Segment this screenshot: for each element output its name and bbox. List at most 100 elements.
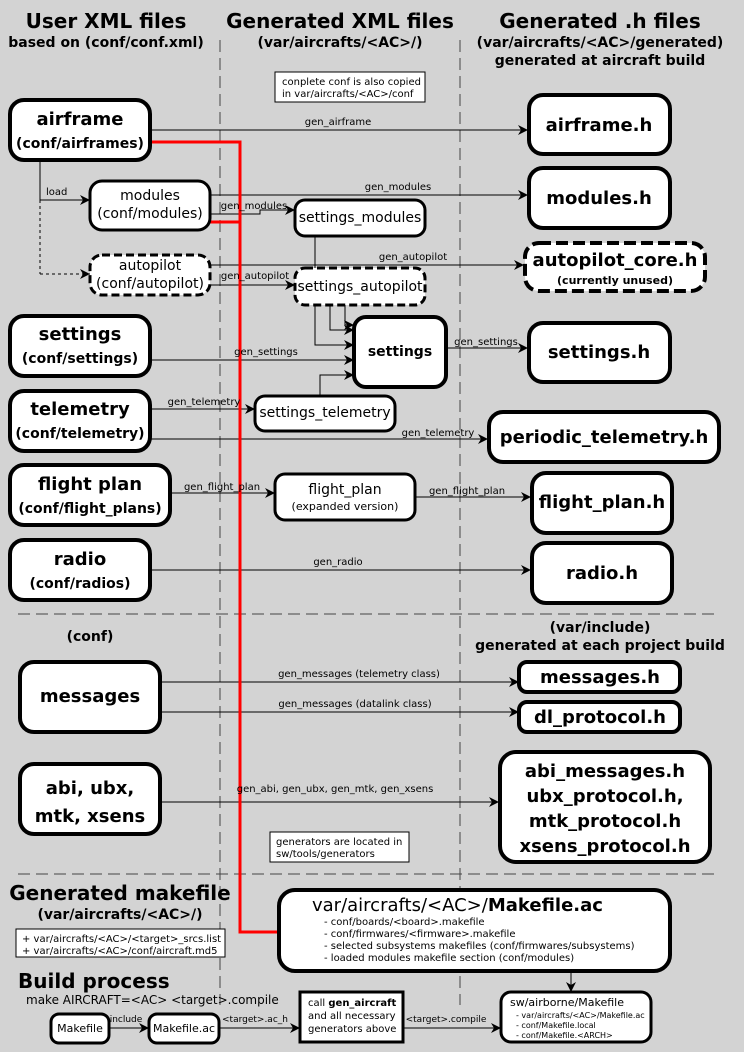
autopilot-core-h-box: autopilot_core.h (currently unused) [523, 241, 707, 293]
modules-path: (conf/modules) [97, 206, 202, 222]
abi-h-box: abi_messages.h ubx_protocol.h, mtk_proto… [498, 750, 712, 864]
autopilot-name: autopilot [119, 258, 182, 274]
airframe-h-label: airframe.h [546, 115, 653, 136]
radio-name: radio [54, 549, 106, 570]
modules-box: modules (conf/modules) [88, 179, 212, 232]
var-include-label: (var/include) [550, 620, 651, 636]
radio-path: (conf/radios) [29, 576, 130, 592]
modules-h-box: modules.h [527, 166, 672, 230]
makefile-ac-box: var/aircrafts/<AC>/Makefile.ac - conf/bo… [277, 888, 672, 973]
gen-aircraft-line-2: and all necessary [308, 1011, 396, 1022]
settings-autopilot-box: settings_autopilot [293, 266, 427, 307]
build-section-title: Build process [18, 969, 170, 993]
user-column-subtitle: based on (conf/conf.xml) [8, 35, 203, 51]
airborne-makefile-item-3: - conf/Makefile.<ARCH> [516, 1031, 613, 1040]
label-gen-flight-plan: gen_flight_plan [184, 482, 260, 493]
makefile-list-2: + var/aircrafts/<AC>/conf/aircraft.md5 [22, 946, 218, 957]
telemetry-path: (conf/telemetry) [15, 426, 144, 442]
settings-modules-box: settings_modules [293, 198, 427, 238]
generated-h-column-title: Generated .h files [499, 9, 701, 33]
generated-xml-column-title: Generated XML files [226, 9, 454, 33]
settings-telemetry-box: settings_telemetry [253, 394, 397, 433]
settings-autopilot-label: settings_autopilot [297, 279, 423, 295]
makefile-ac-item-2: - conf/firmwares/<firmware>.makefile [324, 929, 515, 940]
label-gen-telemetry-h: gen_telemetry [402, 428, 475, 439]
settings-user-box: settings (conf/settings) [8, 314, 152, 378]
label-gen-flight-plan-h: gen_flight_plan [429, 486, 505, 497]
makefile-list-note [15, 928, 226, 958]
airborne-makefile-box: sw/airborne/Makefile - var/aircrafts/<AC… [499, 990, 653, 1044]
abi-label-1: abi, ubx, [46, 778, 134, 799]
conf-label: (conf) [67, 629, 114, 645]
abi-h-label-3: mtk_protocol.h [529, 811, 681, 832]
edge-settings-autopilot-merge-2 [329, 305, 354, 335]
dl-protocol-h-label: dl_protocol.h [534, 707, 666, 728]
abi-h-label-2: ubx_protocol.h, [526, 786, 683, 807]
label-gen-settings-h: gen_settings [454, 337, 518, 348]
telemetry-box: telemetry (conf/telemetry) [8, 389, 152, 453]
makefile-ac-title: var/aircrafts/<AC>/Makefile.ac [312, 895, 603, 916]
label-gen-airframe: gen_airframe [305, 117, 372, 128]
makefile-section-title: Generated makefile [9, 881, 230, 905]
label-load: load [46, 187, 67, 198]
flight-plan-generated-box: flight_plan (expanded version) [273, 472, 417, 522]
airframe-name: airframe [36, 109, 123, 130]
conf-copy-note-line-2: in var/aircrafts/<AC>/conf [282, 89, 414, 100]
flight-plan-user-name: flight plan [38, 474, 142, 495]
edge-settings-autopilot-merge-1 [314, 305, 354, 350]
settings-user-name: settings [39, 324, 122, 345]
messages-h-label: messages.h [540, 667, 660, 688]
gen-aircraft-line-3: generators above [308, 1024, 396, 1035]
label-include: include [110, 1015, 143, 1025]
flight-plan-h-label: flight_plan.h [539, 492, 665, 513]
settings-modules-label: settings_modules [299, 210, 422, 226]
makefile-ac-small-box: Makefile.ac [147, 1012, 221, 1045]
label-gen-modules-settings: gen_modules [221, 201, 288, 212]
settings-telemetry-label: settings_telemetry [259, 405, 390, 421]
generators-note-line-2: sw/tools/generators [276, 849, 375, 860]
autopilot-box: autopilot (conf/autopilot) [88, 253, 212, 297]
build-command: make AIRCRAFT=<AC> <target>.compile [26, 993, 279, 1007]
edge-settings-autopilot-merge-3 [344, 305, 354, 330]
generated-h-column-subtitle-2: generated at aircraft build [495, 53, 706, 69]
airborne-makefile-title: sw/airborne/Makefile [510, 996, 624, 1009]
makefile-section-subtitle: (var/aircrafts/<AC>/) [37, 907, 202, 923]
generators-note-line-1: generators are located in [276, 837, 402, 848]
settings-user-path: (conf/settings) [22, 351, 138, 367]
makefile-ac-name: Makefile.ac [488, 895, 603, 916]
var-include-sub: generated at each project build [475, 638, 725, 654]
connections [39, 125, 576, 1033]
settings-generated-box: settings [352, 315, 448, 389]
airborne-makefile-item-2: - conf/Makefile.local [516, 1021, 596, 1030]
flight-plan-h-box: flight_plan.h [530, 471, 674, 535]
airframe-path: (conf/airframes) [16, 136, 144, 152]
makefile-box: Makefile [49, 1012, 111, 1045]
gen-aircraft-line-1: call gen_aircraft [308, 998, 397, 1009]
airborne-makefile-item-1: - var/aircrafts/<AC>/Makefile.ac [516, 1011, 645, 1020]
settings-generated-label: settings [368, 344, 432, 360]
label-gen-messages-datalink: gen_messages (datalink class) [278, 699, 431, 710]
modules-h-label: modules.h [546, 188, 652, 209]
edge-gen-modules-settings [210, 205, 295, 215]
flight-plan-generated-label: flight_plan [308, 482, 381, 498]
autopilot-core-h-label: autopilot_core.h [533, 250, 698, 271]
periodic-telemetry-h-label: periodic_telemetry.h [500, 427, 709, 448]
label-gen-telemetry-settings: gen_telemetry [168, 397, 241, 408]
makefile-ac-small-label: Makefile.ac [153, 1022, 215, 1035]
generated-h-column-subtitle: (var/aircrafts/<AC>/generated) [477, 35, 724, 51]
autopilot-core-h-note: (currently unused) [557, 274, 673, 287]
messages-h-box: messages.h [517, 660, 682, 694]
flight-plan-user-box: flight plan (conf/flight_plans) [8, 463, 172, 527]
abi-label-2: mtk, xsens [35, 806, 146, 827]
makefile-ac-prefix: var/aircrafts/<AC>/ [312, 895, 489, 916]
periodic-telemetry-h-box: periodic_telemetry.h [487, 410, 721, 464]
conf-copy-note-line-1: conplete conf is also copied [282, 77, 421, 88]
makefile-highlight-path [150, 140, 279, 934]
abi-h-label-4: xsens_protocol.h [519, 836, 690, 857]
modules-name: modules [120, 188, 180, 204]
airframe-h-box: airframe.h [527, 93, 672, 156]
label-target-compile: <target>.compile [406, 1015, 487, 1025]
settings-h-label: settings.h [548, 342, 650, 363]
messages-box: messages [18, 660, 162, 734]
